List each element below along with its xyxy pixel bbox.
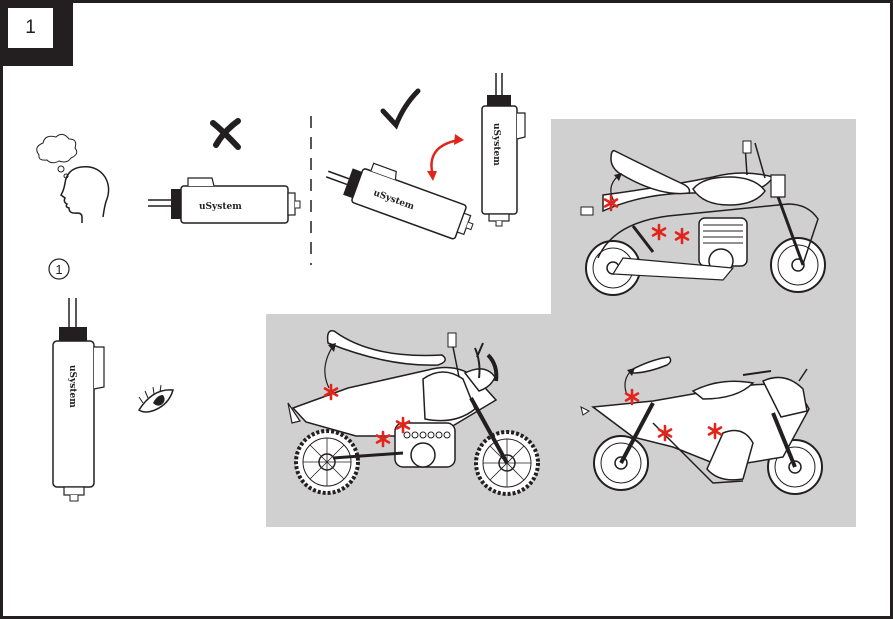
seat-lift-arrow [324,345,334,389]
illustration-canvas: uSystem uSystem [36,73,856,527]
cross-icon [210,118,241,150]
seat-removed [326,330,446,366]
device-brand-label: uSystem [491,123,501,166]
bike-sport [580,356,823,495]
substep-marker: 1 [48,258,70,280]
device-horizontal-wrong: uSystem [148,177,301,224]
head-profile [60,165,110,223]
bike-adventure [287,330,540,496]
bike-roadster [580,140,826,296]
step-number-box: 1 [3,3,73,66]
thinking-head-illustration [36,133,110,223]
seat-removed [610,149,691,195]
substep-number: 1 [55,262,62,277]
device-vertical-inspect: uSystem [52,298,105,502]
eye-icon [137,384,174,413]
device-brand-label: uSystem [67,365,77,408]
thought-bubble-icon [36,133,78,179]
curved-arrow-icon [427,134,464,181]
step-number: 1 [7,7,54,49]
device-brand-label: uSystem [199,202,242,212]
device-vertical-correct: uSystem [481,73,526,227]
check-icon [380,88,421,130]
device-tilted: uSystem [325,162,474,240]
